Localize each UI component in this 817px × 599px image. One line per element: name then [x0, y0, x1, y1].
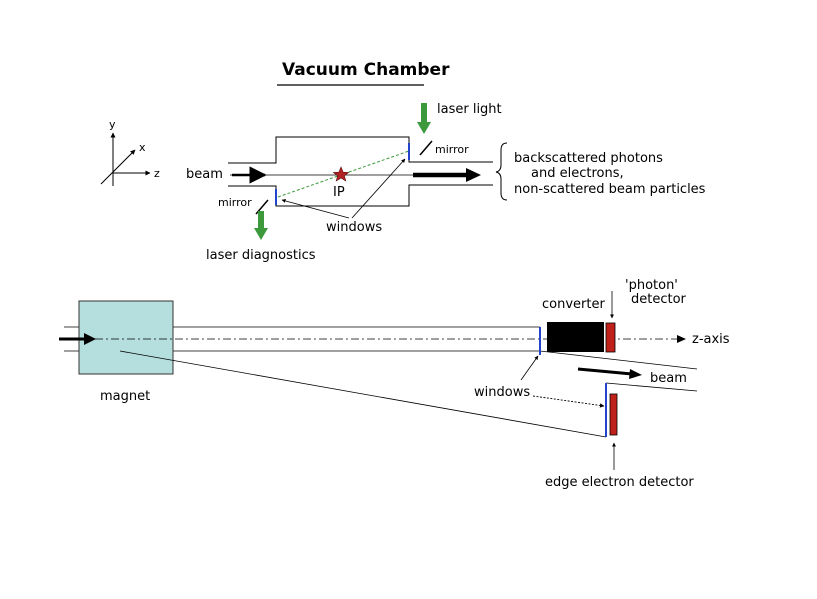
converter	[547, 322, 604, 352]
ip-star	[332, 166, 350, 182]
y-label: y	[109, 118, 116, 131]
pipe-out-lower	[605, 382, 698, 392]
top-mirror	[419, 140, 433, 156]
bottom-mirror-label: mirror	[218, 196, 252, 209]
vacuum-chamber: beam laser light mirror mirror IP window…	[186, 102, 706, 263]
output-label-line1: backscattered photons	[514, 151, 663, 166]
pipe-out-upper	[539, 350, 698, 370]
magnet-label: magnet	[100, 389, 150, 404]
beam-label-low: beam	[650, 371, 687, 386]
x-axis-arrow	[100, 149, 136, 185]
windows-label: windows	[326, 220, 382, 235]
laser-diagnostics-label: laser diagnostics	[206, 248, 316, 263]
chamber-top-wall	[228, 136, 493, 164]
converter-label: converter	[542, 297, 605, 312]
photon-detector-label-line2: detector	[631, 292, 687, 307]
output-label-line2: and electrons,	[531, 166, 624, 181]
z-axis-arrowhead	[677, 335, 686, 343]
laser-light-label: laser light	[437, 102, 502, 117]
top-mirror-label: mirror	[435, 143, 469, 156]
edge-detector-label: edge electron detector	[545, 475, 694, 490]
output-brace	[495, 142, 508, 201]
laser-out-arrow	[254, 211, 268, 240]
laser-in-arrow	[417, 103, 431, 134]
beam-arrow-low	[577, 367, 633, 376]
magnet	[78, 300, 174, 375]
title: Vacuum Chamber	[282, 60, 450, 80]
laser-path	[277, 150, 410, 198]
beam-arrow-low-head	[629, 369, 642, 379]
magnet-beam-in-head	[84, 333, 96, 345]
z-axis-label: z-axis	[692, 332, 730, 347]
windows-label-low: windows	[474, 385, 530, 400]
photon-detector	[605, 322, 616, 353]
axis-triad: y x z	[100, 118, 160, 186]
x-label: x	[139, 141, 146, 154]
beamline: magnet converter 'photon' detector z-axi…	[59, 278, 730, 490]
ip-label: IP	[333, 185, 345, 200]
window-pointer-1	[520, 355, 539, 381]
window-pointer-2	[532, 395, 605, 408]
outgoing-beam-arrowhead	[466, 168, 481, 182]
windows-pointer-1	[281, 199, 350, 219]
windows-pointer-2	[351, 158, 406, 219]
edge-electron-detector	[609, 393, 618, 436]
output-label-line3: non-scattered beam particles	[514, 182, 706, 197]
chamber-bottom-wall	[228, 184, 493, 207]
beam-label: beam	[186, 167, 223, 182]
photon-detector-label-line1: 'photon'	[625, 278, 678, 293]
deflected-beam-line	[119, 350, 607, 438]
z-label: z	[154, 167, 160, 180]
